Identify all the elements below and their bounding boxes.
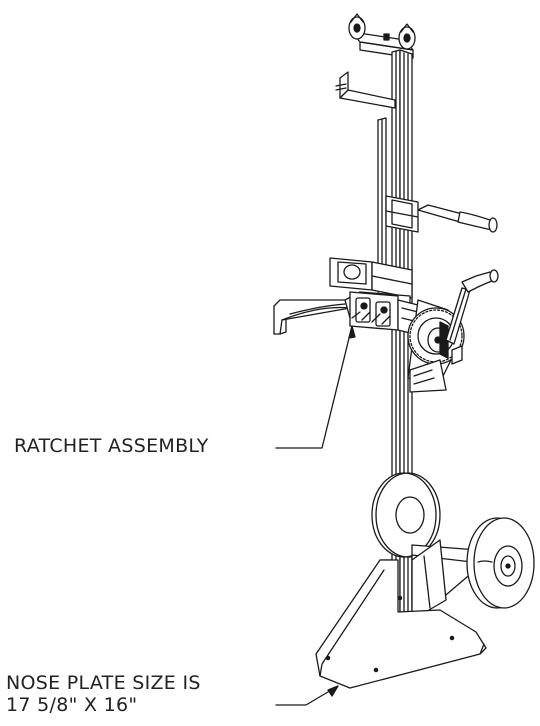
clamp-head bbox=[329, 257, 413, 299]
ratchet-leader-line bbox=[275, 325, 356, 449]
winch-assembly bbox=[407, 269, 499, 393]
wheel-assembly bbox=[371, 472, 535, 609]
top-pulley-assembly bbox=[348, 13, 416, 59]
upper-hook-arm bbox=[335, 71, 396, 293]
nose-plate-label-line1: NOSE PLATE SIZE IS bbox=[6, 672, 201, 694]
upper-handle bbox=[417, 204, 498, 233]
nose-plate bbox=[315, 559, 487, 689]
ratchet-assembly-label: RATCHET ASSEMBLY bbox=[14, 435, 209, 457]
nose-plate-label-line2: 17 5/8" X 16" bbox=[6, 694, 138, 716]
nose-plate-leader-line bbox=[275, 685, 339, 706]
carriage-bracket bbox=[385, 195, 419, 233]
nose-plate-label: NOSE PLATE SIZE IS 17 5/8" X 16" bbox=[6, 672, 201, 716]
